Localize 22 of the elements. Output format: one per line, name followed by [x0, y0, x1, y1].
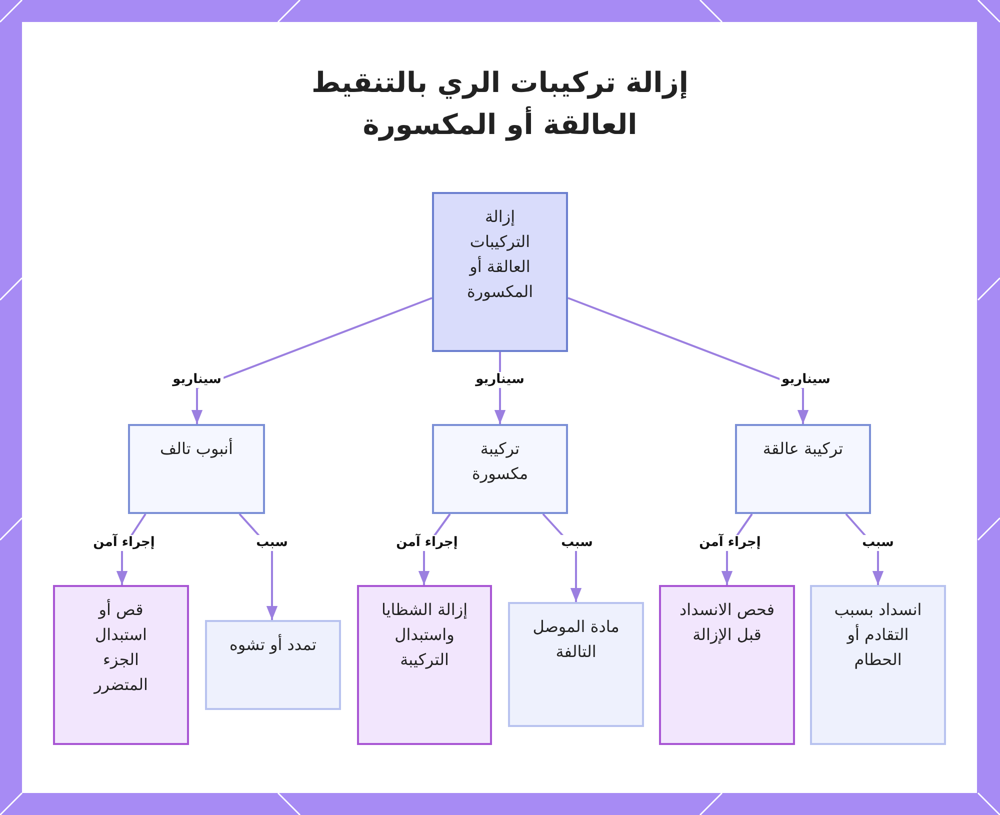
edge-label: سبب	[254, 535, 290, 551]
edge-label: سيناريو	[474, 372, 526, 388]
edge-label: إجراء آمن	[394, 535, 460, 551]
action-box: قص أو استبدال الجزء المتضرر	[53, 585, 189, 745]
edge-label: إجراء آمن	[91, 535, 157, 551]
cause-box: انسداد بسبب التقادم أو الحطام	[810, 585, 946, 745]
arrow	[568, 297, 809, 424]
edge-label: سيناريو	[170, 372, 224, 388]
scenario-box: أنبوب تالف	[128, 424, 265, 514]
edge-label: سبب	[860, 535, 896, 551]
edge-label: سبب	[559, 535, 595, 551]
arrow	[191, 297, 432, 424]
scenario-box: تركيبة مكسورة	[432, 424, 568, 514]
scenario-box: تركيبة عالقة	[735, 424, 871, 514]
action-box: إزالة الشظايا واستبدال التركيبة	[357, 585, 492, 745]
title: إزالة تركيبات الري بالتنقيط العالقة أو المكسورة	[310, 65, 690, 143]
root-box: إزالة التركيبات العالقة أو المكسورة	[432, 192, 568, 352]
edge-label: سيناريو	[780, 372, 832, 388]
edge-label: إجراء آمن	[697, 535, 763, 551]
cause-box: مادة الموصل التالفة	[508, 602, 644, 727]
action-box: فحص الانسداد قبل الإزالة	[659, 585, 795, 745]
cause-box: تمدد أو تشوه	[205, 620, 341, 710]
